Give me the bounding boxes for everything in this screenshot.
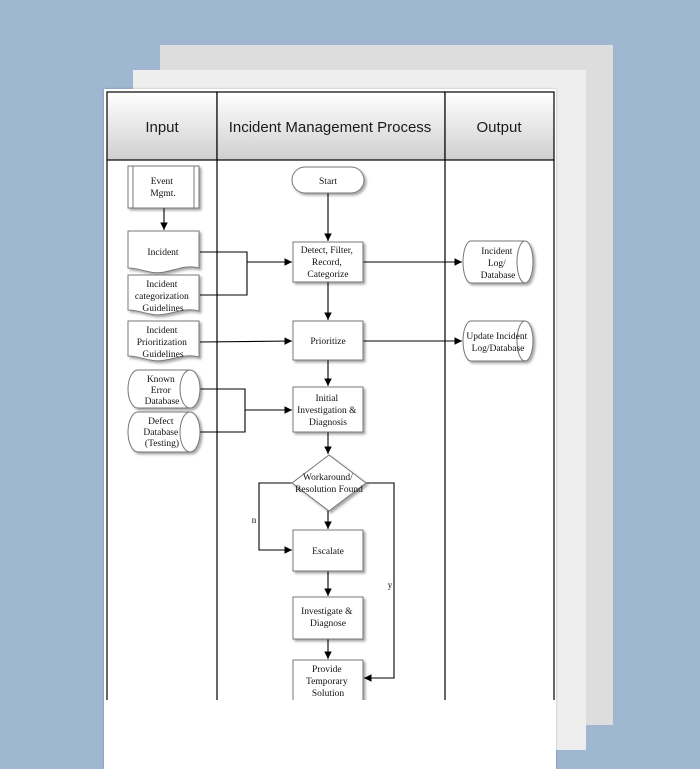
escalate-step: Escalate <box>292 529 364 572</box>
known-error-database-label: Known Error Database <box>145 375 180 407</box>
defect-database-label: Defect Database (Testing) <box>143 416 180 449</box>
prioritization-guidelines-label: Incident Prioritization Guidelines <box>137 326 190 360</box>
process-column-title: Incident Management Process <box>229 119 432 136</box>
process-column-header <box>216 91 446 161</box>
known-error-database: Known Error Database <box>127 369 201 409</box>
detect-filter-step: Detect, Filter, Record, Categorize <box>292 241 364 283</box>
edge-decision-yes <box>364 482 395 682</box>
edge-db-bracket <box>200 388 246 433</box>
edge-guidelines-prioritize <box>199 337 293 345</box>
workaround-decision: Workaround/ Resolution Found <box>291 454 367 512</box>
connectors <box>160 193 462 682</box>
process-lane: Start Detect, Filter, Record, Categorize… <box>291 166 367 700</box>
defect-database: Defect Database (Testing) <box>127 411 201 453</box>
incident-log-label: Incident Log/ Database <box>481 247 516 281</box>
detect-filter-label: Detect, Filter, Record, Categorize <box>301 246 356 280</box>
categorization-guidelines-document: Incident categorization Guidelines <box>127 274 200 316</box>
start-terminator: Start <box>291 166 365 194</box>
output-column-title: Output <box>476 119 522 136</box>
input-lane: Event Mgmt. Incident Incident categoriza… <box>127 165 201 453</box>
escalate-label: Escalate <box>312 547 344 557</box>
prioritize-step: Prioritize <box>292 320 364 361</box>
output-column-header <box>444 91 555 161</box>
edge-label-no: n <box>252 515 257 525</box>
input-column-title: Input <box>145 119 179 136</box>
event-mgmt-label: Event Mgmt. <box>150 177 176 199</box>
update-incident-log-label: Update Incident Log/Database <box>466 332 529 354</box>
update-incident-log-database: Update Incident Log/Database <box>462 320 534 362</box>
output-lane: Incident Log/ Database Update Incident L… <box>462 240 534 362</box>
provide-temporary-solution-label: Provide Temporary Solution <box>306 665 350 699</box>
edge-incident-bracket <box>200 251 248 296</box>
incident-document: Incident <box>127 230 200 274</box>
lane-dividers <box>106 160 555 700</box>
categorization-guidelines-label: Incident categorization Guidelines <box>135 280 191 314</box>
prioritization-guidelines-document: Incident Prioritization Guidelines <box>127 320 200 362</box>
flowchart-diagram: Input Incident Management Process Output… <box>106 91 555 700</box>
event-mgmt-box: Event Mgmt. <box>127 165 200 209</box>
provide-temporary-solution-step: Provide Temporary Solution <box>292 659 364 700</box>
workaround-decision-label: Workaround/ Resolution Found <box>295 473 363 495</box>
column-headers: Input Incident Management Process Output <box>106 91 555 161</box>
prioritize-label: Prioritize <box>310 337 345 347</box>
edge-decision-no <box>258 482 292 554</box>
start-label: Start <box>319 177 337 187</box>
edge-label-yes: y <box>388 580 393 590</box>
initial-investigation-step: Initial Investigation & Diagnosis <box>292 386 364 433</box>
incident-label: Incident <box>147 248 178 258</box>
investigate-diagnose-label: Investigate & Diagnose <box>301 607 355 629</box>
initial-investigation-label: Initial Investigation & Diagnosis <box>297 394 359 428</box>
incident-log-database: Incident Log/ Database <box>462 240 534 284</box>
investigate-diagnose-step: Investigate & Diagnose <box>292 596 364 640</box>
